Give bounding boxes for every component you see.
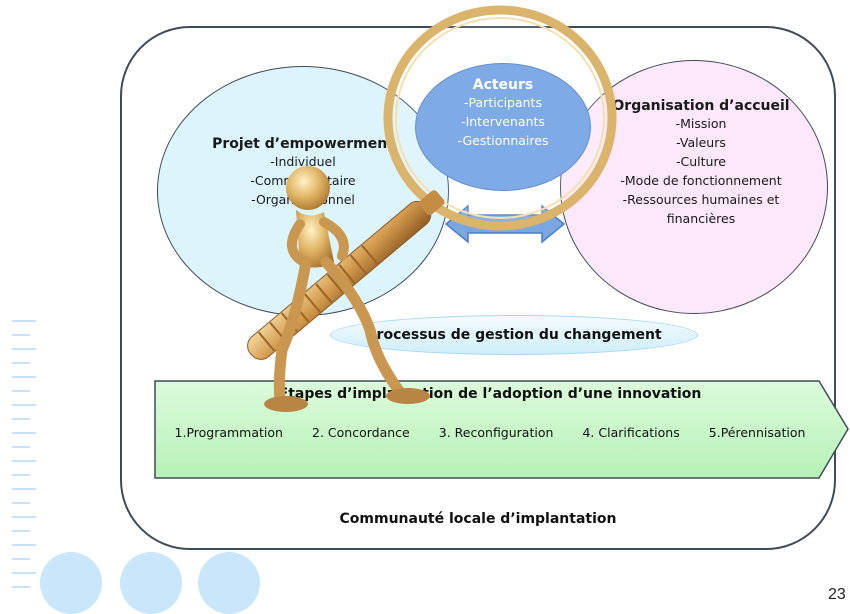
stage-step: 1.Programmation — [174, 425, 283, 440]
project-item: -Individuel — [270, 154, 336, 169]
organisation-title: Organisation d’accueil — [612, 98, 790, 114]
actors-item: -Gestionnaires — [415, 131, 591, 150]
process-label: Processus de gestion du changement — [366, 327, 662, 343]
stage-step: 4. Clarifications — [582, 425, 680, 440]
decorative-circle — [198, 552, 260, 614]
page-number: 23 — [828, 586, 846, 603]
actors-item: -Participants — [415, 93, 591, 112]
stage-step: 2. Concordance — [312, 425, 410, 440]
organisation-circle — [560, 60, 828, 314]
stage-step: 3. Reconfiguration — [438, 425, 554, 440]
organisation-item: -Culture — [675, 154, 726, 169]
actors-title: Acteurs — [415, 77, 591, 93]
actors-circle — [415, 63, 591, 191]
decorative-circle — [40, 552, 102, 614]
stage-step: 5.Pérennisation — [708, 425, 806, 440]
stages-steps: 1.Programmation 2. Concordance 3. Reconf… — [160, 425, 820, 440]
organisation-item: -Valeurs — [676, 135, 726, 150]
organisation-item: -Ressources humaines et — [622, 192, 780, 207]
actors-text: Acteurs -Participants -Intervenants -Ges… — [415, 77, 591, 150]
ruler-decoration — [12, 320, 38, 610]
magnifying-glass-figure-icon — [247, 5, 617, 412]
stages-title: Étapes d’implantation de l’adoption d’un… — [278, 386, 702, 402]
organisation-item: -Mission — [675, 116, 727, 131]
community-label: Communauté locale d’implantation — [339, 511, 617, 527]
organisation-item: -Mode de fonctionnement — [620, 173, 782, 188]
stages-arrow — [154, 380, 849, 479]
actors-item: -Intervenants — [415, 112, 591, 131]
organisation-item: financières — [666, 211, 736, 226]
process-ellipse — [330, 315, 698, 355]
project-title: Projet d’empowerment — [212, 136, 394, 152]
decorative-circle — [120, 552, 182, 614]
organisation-text: Organisation d’accueil -Mission -Valeurs… — [585, 98, 817, 228]
